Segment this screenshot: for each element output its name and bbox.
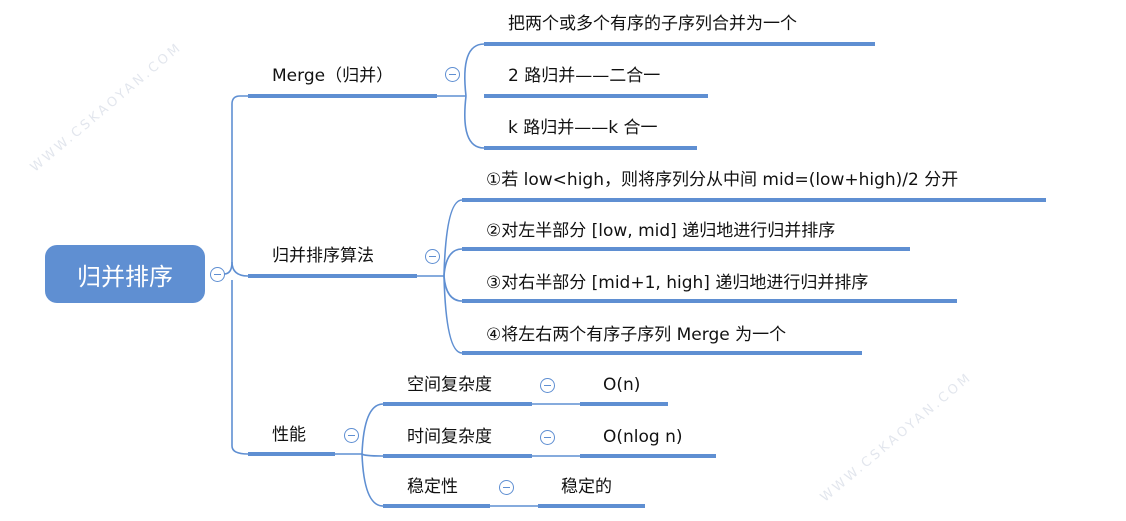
- leaf-node[interactable]: k 路归并——k 合一: [508, 118, 658, 138]
- branch-merge[interactable]: Merge（归并）: [272, 66, 394, 86]
- branch-algorithm[interactable]: 归并排序算法: [272, 246, 374, 266]
- leaf-node[interactable]: 2 路归并——二合一: [508, 66, 661, 86]
- collapse-icon[interactable]: [540, 378, 555, 393]
- collapse-icon[interactable]: [210, 267, 225, 282]
- collapse-icon[interactable]: [425, 249, 440, 264]
- stability-node[interactable]: 稳定性: [407, 477, 458, 497]
- time-complexity-node[interactable]: 时间复杂度: [407, 427, 492, 447]
- stability-value[interactable]: 稳定的: [561, 477, 612, 497]
- time-complexity-value[interactable]: O(nlog n): [603, 427, 683, 447]
- collapse-icon[interactable]: [540, 430, 555, 445]
- root-label: 归并排序: [77, 262, 173, 291]
- collapse-icon[interactable]: [344, 428, 359, 443]
- branch-performance[interactable]: 性能: [272, 425, 306, 445]
- leaf-node[interactable]: ③对右半部分 [mid+1, high] 递归地进行归并排序: [486, 273, 869, 293]
- leaf-node[interactable]: 把两个或多个有序的子序列合并为一个: [508, 14, 797, 34]
- root-node[interactable]: 归并排序: [45, 245, 205, 303]
- space-complexity-node[interactable]: 空间复杂度: [407, 375, 492, 395]
- collapse-icon[interactable]: [499, 480, 514, 495]
- space-complexity-value[interactable]: O(n): [603, 375, 641, 395]
- leaf-node[interactable]: ④将左右两个有序子序列 Merge 为一个: [486, 325, 787, 345]
- leaf-node[interactable]: ②对左半部分 [low, mid] 递归地进行归并排序: [486, 221, 836, 241]
- leaf-node[interactable]: ①若 low<high，则将序列分从中间 mid=(low+high)/2 分开: [486, 170, 959, 190]
- collapse-icon[interactable]: [445, 67, 460, 82]
